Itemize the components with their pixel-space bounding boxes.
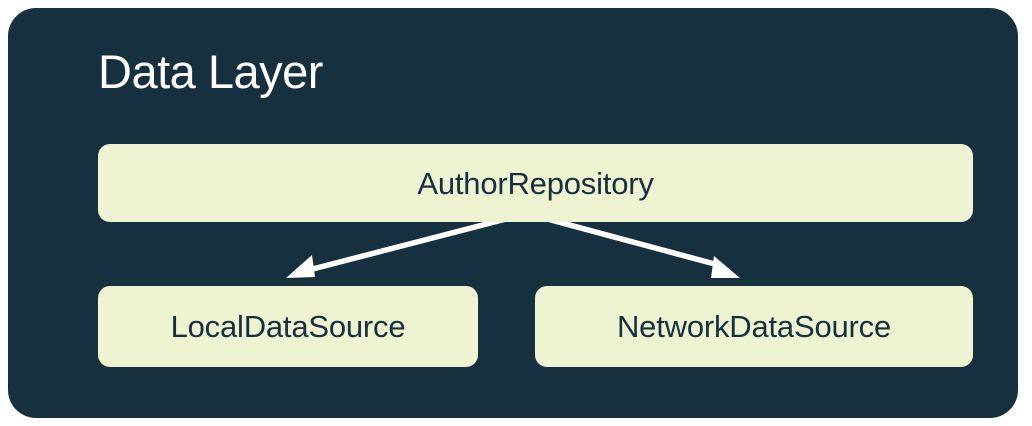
node-local-data-source-label: LocalDataSource (170, 309, 406, 344)
connector-repository-to-network (526, 210, 740, 278)
node-author-repository[interactable]: AuthorRepository (98, 144, 973, 222)
node-network-data-source[interactable]: NetworkDataSource (535, 286, 973, 367)
connector-repository-to-local (286, 210, 528, 278)
node-local-data-source[interactable]: LocalDataSource (98, 286, 478, 367)
node-author-repository-label: AuthorRepository (417, 165, 654, 201)
data-layer-panel: Data Layer AuthorRepository LocalDataSou… (8, 8, 1018, 418)
page-title: Data Layer (98, 45, 323, 98)
node-network-data-source-label: NetworkDataSource (617, 309, 891, 344)
